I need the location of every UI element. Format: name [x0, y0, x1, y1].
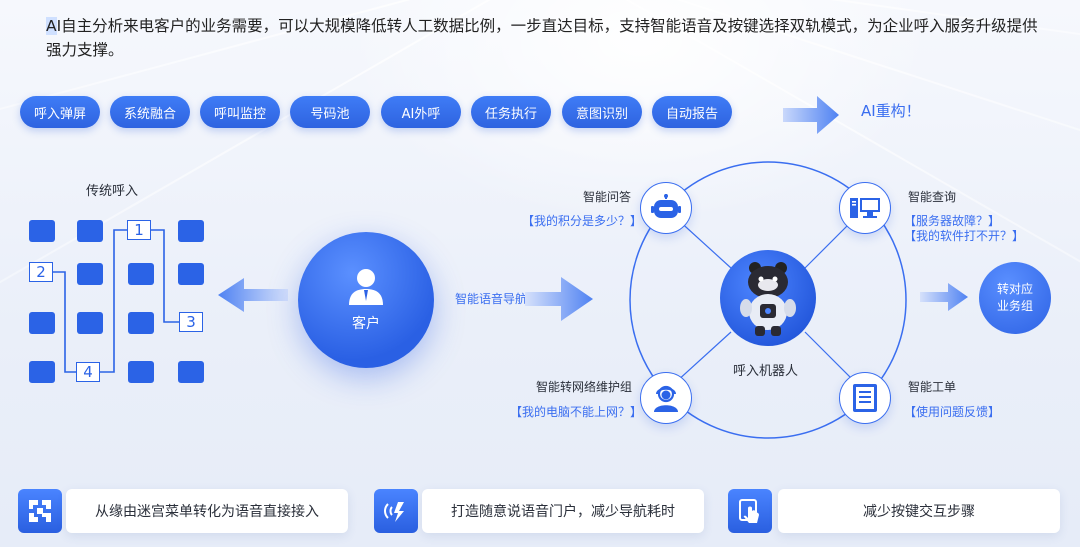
maze-lines	[0, 0, 240, 400]
maze-step-3: 3	[179, 312, 203, 332]
customer-label: 客户	[352, 313, 380, 333]
arrow-left-icon	[218, 278, 288, 312]
arrow-right-icon	[783, 94, 843, 136]
customer-circle: 客户	[298, 232, 434, 368]
document-icon	[853, 384, 877, 412]
business-group-circle: 转对应业务组	[979, 262, 1051, 334]
grid-square	[77, 220, 103, 242]
maze-step-4: 4	[76, 362, 100, 382]
robot-circle	[720, 250, 816, 346]
ticket-example: 【使用问题反馈】	[904, 403, 1000, 420]
bottom-card-2: 打造随意说语音门户，减少导航耗时	[422, 489, 704, 533]
bottom-card-1: 从缘由迷宫菜单转化为语音直接接入	[66, 489, 348, 533]
network-title: 智能转网络维护组	[536, 378, 632, 395]
grid-square	[178, 361, 204, 383]
robot-bear-icon	[733, 258, 803, 338]
group-line-2: 业务组	[997, 298, 1033, 315]
grid-square	[77, 312, 103, 334]
grid-square	[29, 220, 55, 242]
robot-head-icon	[651, 194, 681, 222]
grid-square	[128, 312, 154, 334]
pill-intent-recognition[interactable]: 意图识别	[562, 96, 642, 128]
bottom-icon-2	[374, 489, 418, 533]
user-icon	[349, 267, 383, 305]
bottom-icon-3	[728, 489, 772, 533]
voice-wave-icon	[382, 498, 410, 524]
node-network	[640, 372, 692, 424]
pill-ai-outbound[interactable]: AI外呼	[381, 96, 461, 128]
maze-step-2: 2	[29, 262, 53, 282]
grid-square	[128, 263, 154, 285]
bottom-icon-1	[18, 489, 62, 533]
pill-auto-report[interactable]: 自动报告	[652, 96, 732, 128]
grid-square	[178, 220, 204, 242]
ai-rebuild-label: AI重构！	[861, 100, 921, 121]
node-ticket	[839, 372, 891, 424]
grid-square	[178, 263, 204, 285]
support-agent-icon	[653, 384, 679, 412]
ticket-title: 智能工单	[908, 378, 956, 395]
grid-square	[128, 361, 154, 383]
grid-square	[77, 263, 103, 285]
grid-square	[29, 312, 55, 334]
pill-number-pool[interactable]: 号码池	[290, 96, 370, 128]
qa-example: 【我的积分是多少？】	[522, 212, 642, 229]
node-qa	[640, 182, 692, 234]
maze-step-1: 1	[127, 220, 151, 240]
grid-square	[29, 361, 55, 383]
arrow-right-icon	[525, 275, 595, 323]
voice-nav-label: 智能语音导航	[455, 290, 527, 307]
query-example-2: 【我的软件打不开？】	[904, 227, 1024, 244]
node-query	[839, 182, 891, 234]
group-line-1: 转对应	[997, 281, 1033, 298]
network-example: 【我的电脑不能上网？】	[510, 403, 642, 420]
computer-icon	[850, 196, 880, 220]
qr-maze-icon	[27, 498, 53, 524]
pill-task-exec[interactable]: 任务执行	[471, 96, 551, 128]
qa-title: 智能问答	[583, 188, 631, 205]
query-title: 智能查询	[908, 188, 956, 205]
bottom-card-3: 减少按键交互步骤	[778, 489, 1060, 533]
touch-screen-icon	[737, 498, 763, 524]
arrow-right-icon	[920, 282, 970, 312]
robot-label: 呼入机器人	[733, 360, 798, 379]
